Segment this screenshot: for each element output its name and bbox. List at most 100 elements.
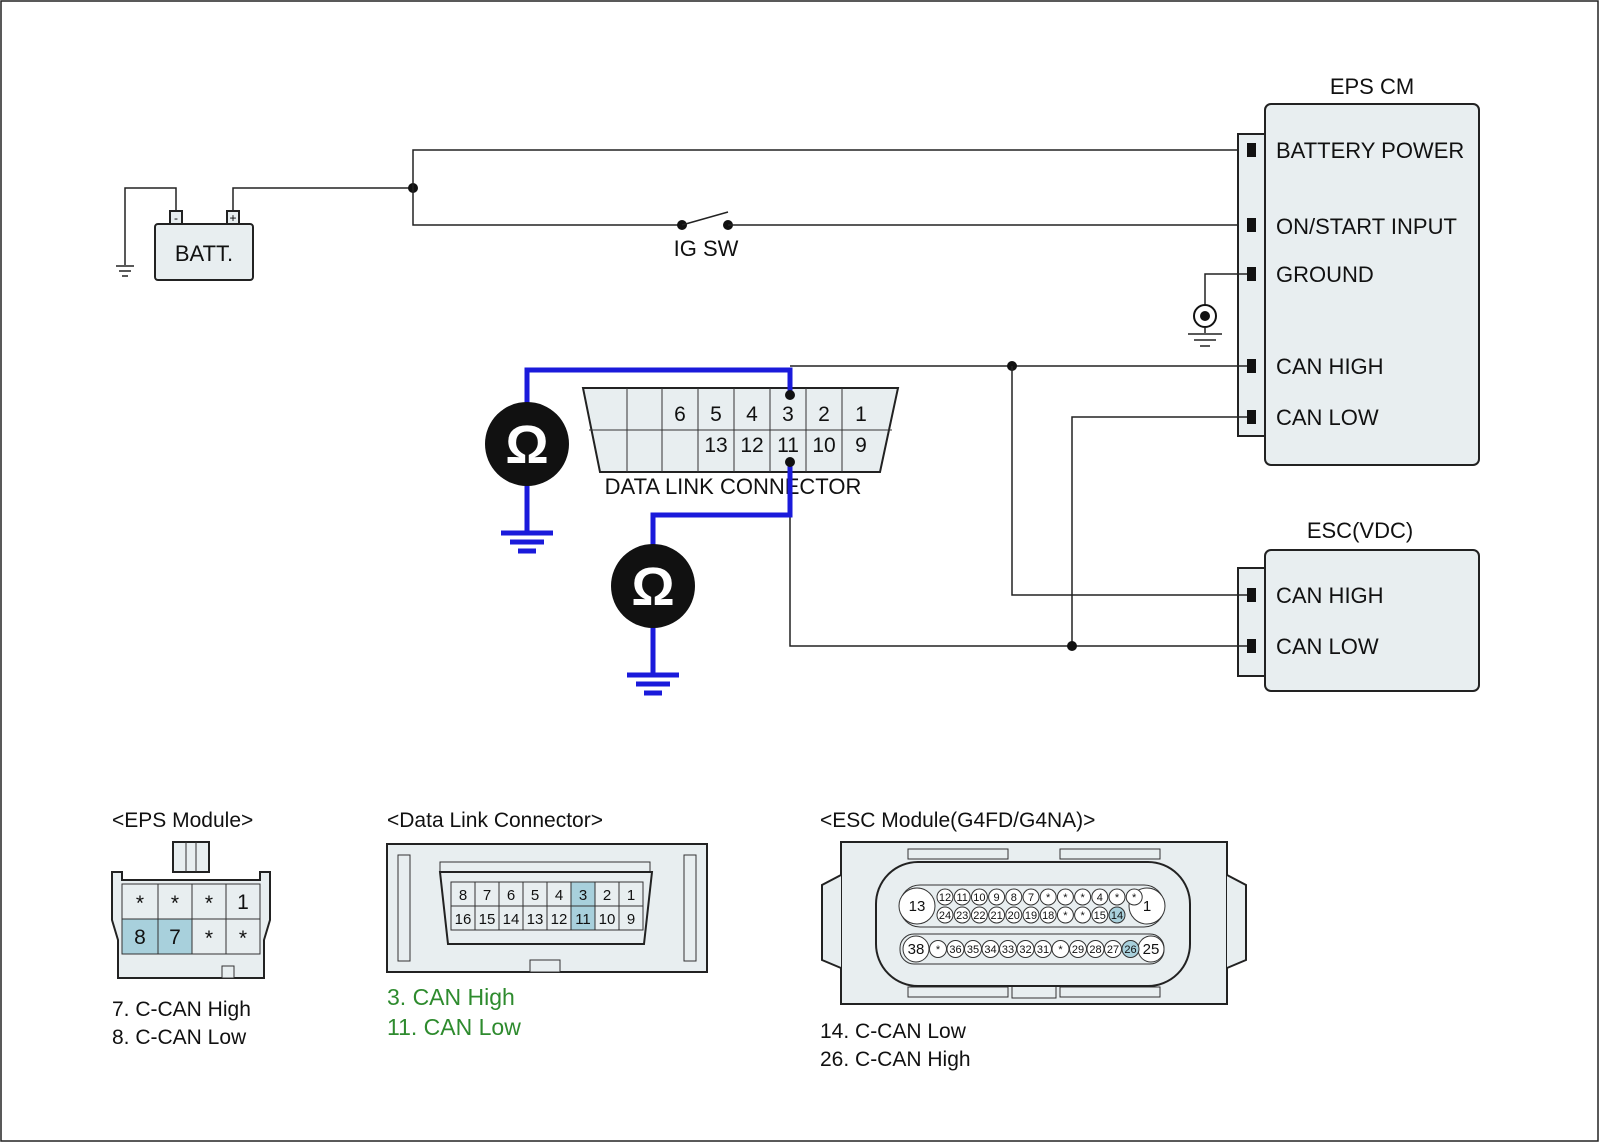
eps-pin: *: [239, 927, 247, 950]
esc-pin-marker: [1247, 588, 1256, 602]
esc-pin-label: *: [1080, 910, 1085, 922]
battery-positive-wire: [232, 187, 413, 211]
dlc-view-title: <Data Link Connector>: [387, 809, 603, 832]
eps-pin-ground: GROUND: [1276, 262, 1374, 287]
junction-dot: [1067, 641, 1077, 651]
ig-switch-label: IG SW: [674, 236, 739, 261]
dlc-note: 11. CAN Low: [387, 1014, 521, 1040]
dlc-pin: 6: [674, 403, 686, 426]
eps-pin: *: [171, 892, 179, 915]
dlc-pin: 4: [746, 403, 758, 426]
dlc-view-connector: [386, 843, 708, 973]
ohm-icon: Ω: [631, 557, 674, 617]
esc-pin-socket: [1108, 906, 1126, 924]
esc-pin-label: 26: [1124, 944, 1136, 956]
ohmmeter-1: Ω: [485, 402, 569, 486]
esc-pin-label: 15: [1094, 910, 1106, 922]
dlc-view-pin: 16: [455, 911, 472, 928]
eps-note: 8. C-CAN Low: [112, 1026, 247, 1049]
dlc-view-pin: 6: [507, 887, 515, 904]
esc-pin-label: 32: [1019, 944, 1031, 956]
esc-pin-label: 8: [1011, 892, 1017, 904]
dlc-view-pin: 8: [459, 887, 467, 904]
esc-pin-socket: [953, 906, 971, 924]
eps-pin: 7: [169, 926, 181, 949]
dlc-view-pin: 13: [527, 911, 544, 928]
esc-pin-label: *: [1058, 944, 1063, 956]
eps-pin-battery-power: BATTERY POWER: [1276, 138, 1464, 163]
battery-plus-label: +: [229, 211, 236, 225]
esc-pin-socket: [1022, 888, 1040, 906]
esc-pin-label: 33: [1002, 944, 1014, 956]
esc-pin-label: 11: [956, 892, 967, 904]
esc-pin-socket: [1039, 906, 1057, 924]
esc-pin-socket: [1074, 888, 1092, 906]
esc-pin-socket: [1091, 888, 1109, 906]
dlc-view-pin: 11: [575, 911, 591, 928]
esc-note: 26. C-CAN High: [820, 1048, 971, 1071]
ig-switch: [677, 211, 733, 230]
esc-pin-socket: [1074, 906, 1092, 924]
battery: - + BATT.: [154, 210, 254, 281]
esc-pin-socket: [1125, 888, 1143, 906]
esc-pin-label: 34: [984, 944, 996, 956]
dlc-view-pin: 7: [483, 887, 491, 904]
esc-pin-label: 10: [973, 892, 985, 904]
probe-ground-icon: [627, 672, 679, 696]
eps-cm-title: EPS CM: [1330, 74, 1414, 99]
esc-pin-socket: [1121, 940, 1140, 958]
dlc-label: DATA LINK CONNECTOR: [605, 474, 862, 499]
esc-pin-label: 19: [1025, 910, 1037, 922]
esc-pin-socket: [1039, 888, 1057, 906]
dlc-pin: 9: [855, 434, 867, 457]
esc-pin-label: 9: [994, 892, 1000, 904]
eps-module-connector: [111, 841, 271, 979]
esc-pin-socket: [936, 906, 954, 924]
esc-pin-can-low: CAN LOW: [1276, 634, 1379, 659]
esc-pin-label: *: [1080, 892, 1085, 904]
esc-pin-label: 28: [1089, 944, 1101, 956]
esc-pin-label: 21: [990, 910, 1002, 922]
dlc-view-pin: 5: [531, 887, 539, 904]
esc-pin-label: 12: [939, 892, 951, 904]
dlc-view-pin: 9: [627, 911, 635, 928]
esc-pin-label: *: [1063, 892, 1068, 904]
ohmmeter-2: Ω: [611, 544, 695, 628]
battery-label: BATT.: [175, 241, 233, 266]
esc-pin-label: 38: [908, 941, 925, 958]
dlc-pin: 5: [710, 403, 722, 426]
eps-note: 7. C-CAN High: [112, 998, 251, 1021]
esc-vdc-title: ESC(VDC): [1307, 518, 1413, 543]
eps-pin: 8: [134, 926, 146, 949]
esc-pin-socket: [1056, 888, 1074, 906]
dlc-view-pin: 15: [479, 911, 496, 928]
esc-vdc-connector: [1237, 567, 1267, 677]
dlc-view-pin: 1: [627, 887, 635, 904]
eps-pin: *: [205, 892, 213, 915]
eps-cm-pins: [1247, 143, 1256, 424]
esc-pin-label: 4: [1097, 892, 1103, 904]
esc-pin-marker: [1247, 639, 1256, 653]
esc-pin-label: 1: [1143, 898, 1151, 915]
eps-module-title: <EPS Module>: [112, 809, 253, 832]
eps-can-low-wire: [1071, 416, 1247, 646]
esc-pin-label: *: [936, 944, 941, 956]
eps-pin-on-start: ON/START INPUT: [1276, 214, 1457, 239]
esc-pin-socket: [970, 906, 988, 924]
esc-module-title: <ESC Module(G4FD/G4NA)>: [820, 809, 1095, 832]
eps-pin-can-low: CAN LOW: [1276, 405, 1379, 430]
dlc-view-pin: 12: [551, 911, 568, 928]
esc-pin-label: 35: [967, 944, 979, 956]
esc-pin-label: 20: [1008, 910, 1020, 922]
dlc-view-pin: 4: [555, 887, 563, 904]
esc-pin-socket: [1005, 888, 1023, 906]
eps-pin: 1: [237, 891, 249, 914]
esc-pin-socket: [898, 887, 936, 925]
esc-pin-socket: [936, 888, 954, 906]
esc-pin-socket: [953, 888, 971, 906]
eps-pin: *: [205, 927, 213, 950]
esc-can-high-wire: [1011, 366, 1247, 596]
chassis-ground-icon: [1188, 304, 1222, 347]
dlc-view-pin: 3: [579, 887, 587, 904]
